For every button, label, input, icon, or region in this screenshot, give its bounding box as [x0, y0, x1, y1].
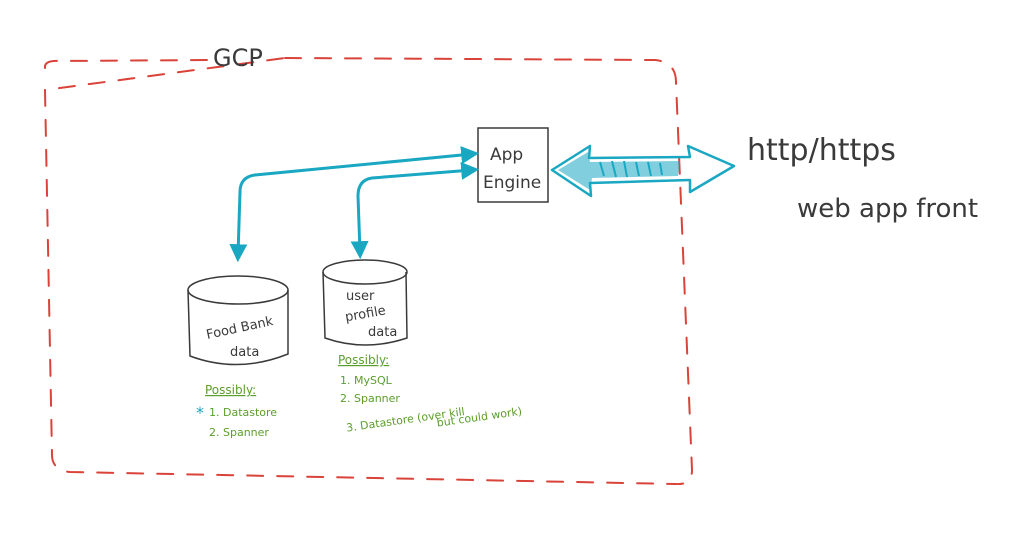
user-profile-label-line3: data — [368, 325, 397, 340]
food-bank-datastore — [187, 275, 289, 366]
food-bank-note-2: 2. Spanner — [209, 426, 269, 439]
user-profile-datastore — [322, 259, 408, 346]
app-engine-label-line1: App — [490, 145, 523, 165]
protocol-label: http/https — [747, 133, 896, 168]
food-bank-star: * — [196, 403, 204, 422]
gcp-label: GCP — [213, 44, 263, 72]
user-profile-notes-title: Possibly: — [338, 353, 389, 367]
arrow-appengine-userprofile — [350, 161, 480, 260]
user-profile-note-2: 2. Spanner — [340, 392, 400, 405]
app-engine-label-line2: Engine — [483, 173, 541, 193]
user-profile-label-line1: user — [346, 289, 375, 304]
food-bank-notes-title: Possibly: — [205, 383, 256, 397]
food-bank-label-line2: data — [230, 345, 259, 360]
arrow-appengine-foodbank — [229, 146, 480, 263]
user-profile-label-line2: profile — [344, 303, 387, 325]
gcp-boundary — [43, 56, 694, 486]
client-label: web app front — [797, 194, 978, 224]
food-bank-note-1: 1. Datastore — [209, 406, 277, 419]
double-arrow-external — [550, 144, 736, 198]
food-bank-label-line1: Food Bank — [205, 314, 275, 343]
user-profile-note-1: 1. MySQL — [340, 374, 393, 387]
